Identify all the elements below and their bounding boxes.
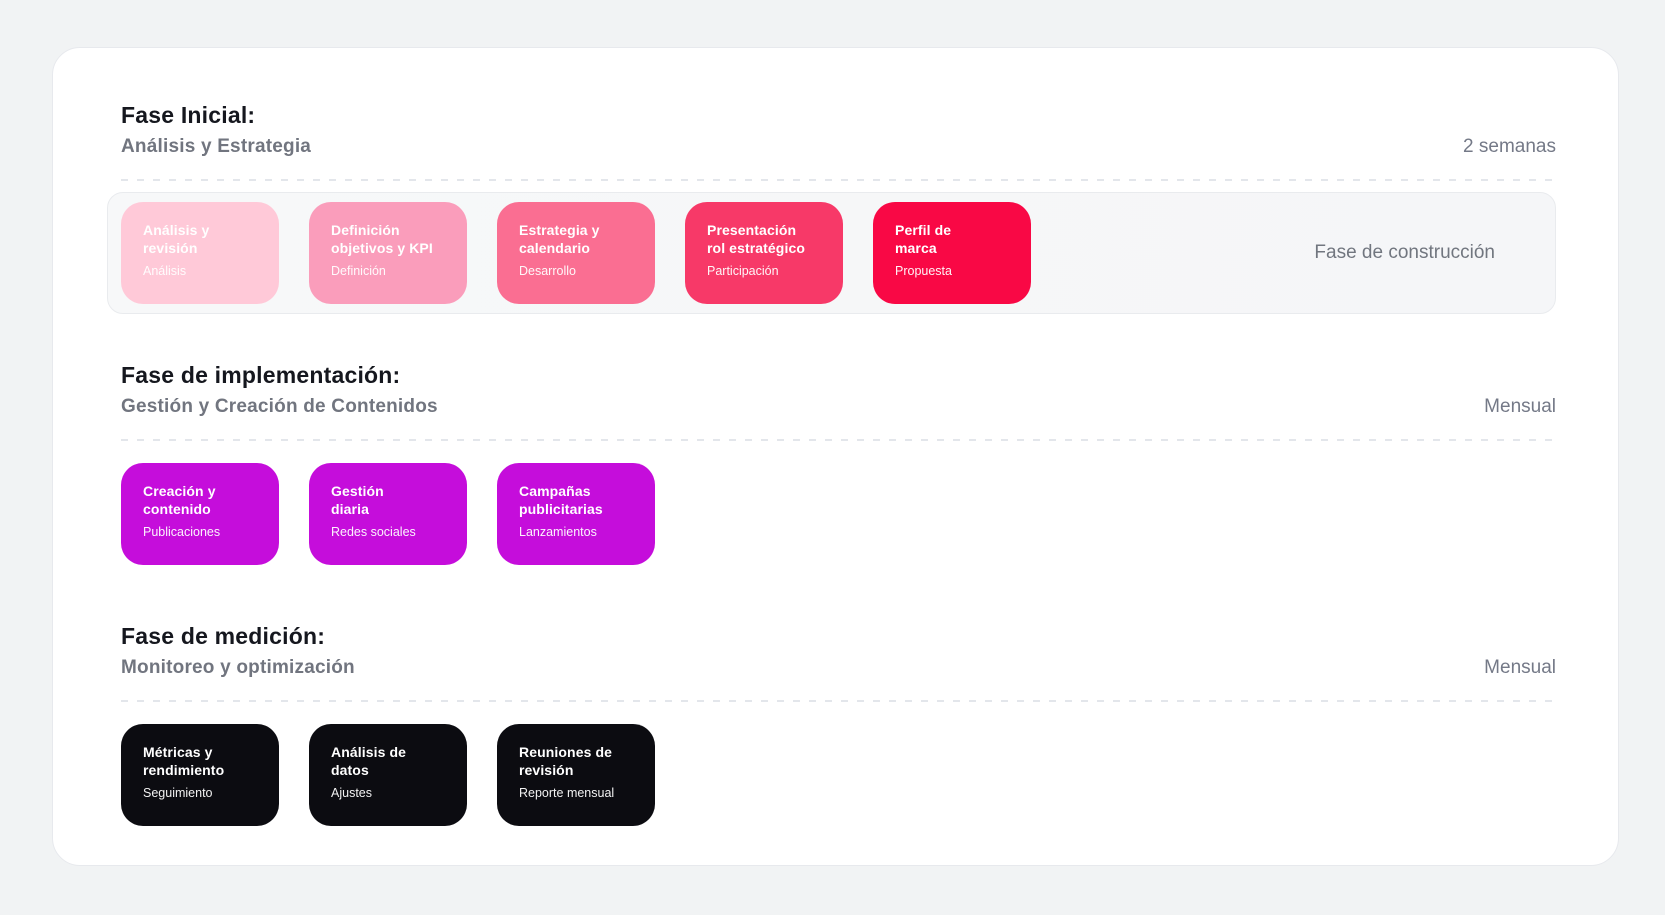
task-card-title: Reuniones de revisión bbox=[519, 744, 612, 779]
task-card-subtitle: Seguimiento bbox=[143, 786, 213, 801]
task-card-subtitle: Reporte mensual bbox=[519, 786, 615, 801]
phase-section-initial: Fase Inicial: Análisis y Estrategia 2 se… bbox=[107, 102, 1556, 314]
task-card-title: Gestión diaria bbox=[331, 483, 384, 518]
task-card-title: Estrategia y calendario bbox=[519, 222, 600, 257]
task-card-subtitle: Lanzamientos bbox=[519, 525, 597, 540]
task-card-title: Métricas y rendimiento bbox=[143, 744, 225, 779]
task-card: Perfil de marca Propuesta bbox=[873, 202, 1031, 304]
dashed-divider bbox=[121, 700, 1556, 702]
phase-subrow: Monitoreo y optimización Mensual bbox=[121, 656, 1556, 680]
phase-subrow: Gestión y Creación de Contenidos Mensual bbox=[121, 395, 1556, 419]
phase-duration: Mensual bbox=[1484, 396, 1556, 417]
construction-note: Fase de construcción bbox=[1314, 242, 1495, 263]
task-card-title: Campañas publicitarias bbox=[519, 483, 603, 518]
task-card-subtitle: Publicaciones bbox=[143, 525, 221, 540]
task-card-title: Análisis y revisión bbox=[143, 222, 210, 257]
phase-section-measurement: Fase de medición: Monitoreo y optimizaci… bbox=[121, 623, 1556, 826]
task-card-subtitle: Ajustes bbox=[331, 786, 372, 801]
phase-subrow: Análisis y Estrategia 2 semanas bbox=[121, 135, 1556, 159]
construction-track: Análisis y revisión Análisis Definición … bbox=[107, 192, 1556, 314]
task-card: Definición objetivos y KPI Definición bbox=[309, 202, 467, 304]
dashed-divider bbox=[121, 179, 1556, 181]
task-card: Campañas publicitarias Lanzamientos bbox=[497, 463, 655, 565]
task-card-subtitle: Análisis bbox=[143, 264, 187, 279]
phase-cards-row: Creación y contenido Publicaciones Gesti… bbox=[121, 463, 1556, 565]
task-card: Gestión diaria Redes sociales bbox=[309, 463, 467, 565]
task-card: Reuniones de revisión Reporte mensual bbox=[497, 724, 655, 826]
task-card-subtitle: Participación bbox=[707, 264, 779, 279]
task-card-title: Presentación rol estratégico bbox=[707, 222, 805, 257]
phase-title: Fase de medición: bbox=[121, 623, 326, 649]
task-card-title: Perfil de marca bbox=[895, 222, 952, 257]
task-card: Estrategia y calendario Desarrollo bbox=[497, 202, 655, 304]
task-card-title: Definición objetivos y KPI bbox=[331, 222, 433, 257]
task-card-subtitle: Redes sociales bbox=[331, 525, 416, 540]
phase-subtitle: Gestión y Creación de Contenidos bbox=[121, 396, 438, 417]
task-card: Análisis y revisión Análisis bbox=[121, 202, 279, 304]
phase-cards-row: Métricas y rendimiento Seguimiento Análi… bbox=[121, 724, 1556, 826]
phase-subtitle: Monitoreo y optimización bbox=[121, 657, 355, 678]
task-card: Métricas y rendimiento Seguimiento bbox=[121, 724, 279, 826]
dashed-divider bbox=[121, 439, 1556, 441]
timeline-panel: Fase Inicial: Análisis y Estrategia 2 se… bbox=[52, 47, 1619, 866]
task-card-subtitle: Definición bbox=[331, 264, 386, 279]
phase-subtitle: Análisis y Estrategia bbox=[121, 136, 312, 157]
task-card: Presentación rol estratégico Participaci… bbox=[685, 202, 843, 304]
task-card-title: Creación y contenido bbox=[143, 483, 216, 518]
phase-duration: Mensual bbox=[1484, 657, 1556, 678]
task-card-subtitle: Desarrollo bbox=[519, 264, 576, 279]
phase-title: Fase de implementación: bbox=[121, 362, 401, 388]
task-card-subtitle: Propuesta bbox=[895, 264, 952, 279]
phase-duration: 2 semanas bbox=[1463, 136, 1556, 157]
task-card-title: Análisis de datos bbox=[331, 744, 407, 779]
task-card: Creación y contenido Publicaciones bbox=[121, 463, 279, 565]
phase-title: Fase Inicial: bbox=[121, 102, 256, 128]
task-card: Análisis de datos Ajustes bbox=[309, 724, 467, 826]
phase-section-implementation: Fase de implementación: Gestión y Creaci… bbox=[121, 362, 1556, 565]
